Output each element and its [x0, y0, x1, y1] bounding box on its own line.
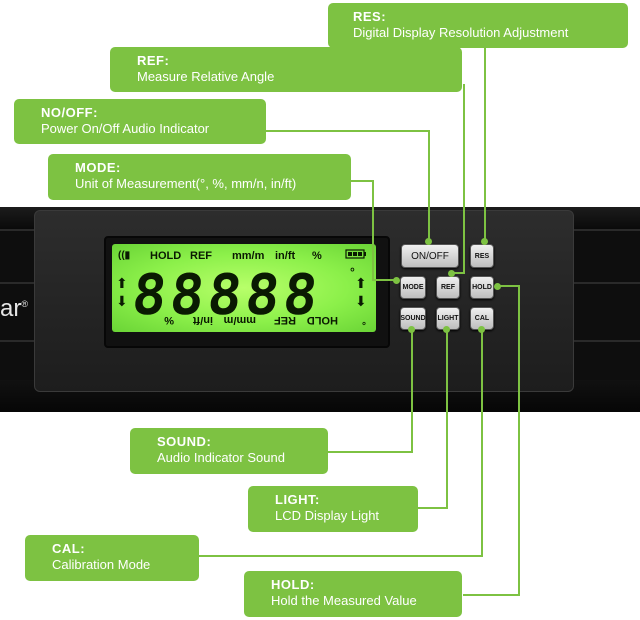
lcd-top-hold: HOLD	[150, 250, 181, 262]
callout-cal: CAL: Calibration Mode	[25, 535, 199, 581]
ref-pointer-dot	[448, 270, 455, 277]
lcd-bottom-mmm: mm/m	[223, 314, 256, 326]
light-pointer-dot	[443, 326, 450, 333]
lcd-digits: 88888	[129, 263, 324, 328]
lcd-bottom-hold: HOLD	[307, 314, 338, 326]
res-connector	[484, 46, 486, 242]
callout-hold-title: HOLD:	[271, 577, 315, 592]
callout-no-off: NO/OFF: Power On/Off Audio Indicator	[14, 99, 266, 144]
cal-connector	[481, 330, 483, 557]
callout-no-off-title: NO/OFF:	[41, 105, 98, 120]
on-off-connector	[428, 130, 430, 243]
callout-hold-desc: Hold the Measured Value	[271, 593, 417, 608]
res-button[interactable]: RES	[470, 244, 494, 268]
callout-res: RES: Digital Display Resolution Adjustme…	[328, 3, 628, 48]
light-connector	[446, 330, 448, 508]
sound-connector	[411, 330, 413, 452]
mode-button-label: MODE	[402, 284, 424, 291]
cal-connector	[198, 555, 483, 557]
callout-ref-desc: Measure Relative Angle	[137, 69, 275, 84]
lcd-screen: ((▮ HOLD REF mm/m in/ft % ⬆ ⬇ ⬆ ⬇ 88888 …	[112, 244, 376, 332]
hold-button-label: HOLD	[472, 284, 492, 291]
on-off-connector	[265, 130, 430, 132]
callout-sound-title: SOUND:	[157, 434, 212, 449]
hold-connector	[463, 594, 520, 596]
callout-light-desc: LCD Display Light	[275, 508, 380, 523]
lcd-bottom-degree: °	[362, 315, 366, 326]
callout-cal-title: CAL:	[52, 541, 86, 556]
callout-res-desc: Digital Display Resolution Adjustment	[353, 25, 569, 40]
callout-light-title: LIGHT:	[275, 492, 320, 507]
ref-connector	[463, 84, 465, 274]
light-connector	[418, 507, 448, 509]
hold-button[interactable]: HOLD	[470, 276, 494, 299]
ref-button[interactable]: REF	[436, 276, 460, 299]
callout-mode-title: MODE:	[75, 160, 121, 175]
mode-pointer-dot	[393, 277, 400, 284]
hold-connector	[518, 285, 520, 595]
callout-ref-title: REF:	[137, 53, 170, 68]
lcd-top-mmm: mm/m	[232, 250, 265, 262]
lcd-top-inft: in/ft	[275, 250, 295, 262]
lcd-degree-top: °	[350, 265, 355, 279]
lcd-segments: ((▮ HOLD REF mm/m in/ft % ⬆ ⬇ ⬆ ⬇ 88888 …	[116, 249, 367, 328]
lcd-top-percent: %	[312, 250, 322, 262]
down-arrow-icon: ⬇	[116, 294, 128, 310]
callout-light: LIGHT: LCD Display Light	[248, 486, 418, 532]
res-button-label: RES	[474, 252, 490, 260]
on-off-button-label: ON/OFF	[411, 250, 449, 262]
lcd-bottom-percent: %	[164, 314, 174, 326]
callout-mode: MODE: Unit of Measurement(°, %, mm/n, in…	[48, 154, 351, 200]
brand-logo: ar®	[0, 295, 28, 322]
battery-icon	[345, 249, 366, 259]
lcd-bottom-ref: REF	[274, 314, 296, 326]
on-off-pointer-dot	[425, 238, 432, 245]
callout-res-title: RES:	[353, 9, 387, 24]
hold-pointer-dot	[494, 283, 501, 290]
callout-sound-desc: Audio Indicator Sound	[157, 450, 285, 465]
cal-pointer-dot	[478, 326, 485, 333]
mode-connector	[350, 180, 374, 182]
callout-ref: REF: Measure Relative Angle	[110, 47, 462, 92]
mode-connector	[372, 180, 374, 280]
mode-button[interactable]: MODE	[400, 276, 426, 299]
light-button-label: LIGHT	[437, 315, 459, 322]
sound-button-label: SOUND	[400, 315, 426, 322]
lcd-sound-symbol: ((▮	[118, 250, 130, 261]
hold-connector	[498, 285, 520, 287]
sound-pointer-dot	[408, 326, 415, 333]
mode-connector	[372, 279, 398, 281]
lcd-decimal-dot	[141, 309, 147, 315]
on-off-button[interactable]: ON/OFF	[401, 244, 459, 268]
ref-button-label: REF	[441, 284, 455, 291]
up-arrow-icon: ⬆	[355, 276, 367, 292]
ref-connector	[451, 272, 465, 274]
callout-cal-desc: Calibration Mode	[52, 557, 151, 572]
cal-button-label: CAL	[474, 315, 490, 322]
callout-mode-desc: Unit of Measurement(°, %, mm/n, in/ft)	[75, 176, 297, 191]
up-arrow-icon: ⬆	[116, 276, 128, 292]
callout-sound: SOUND: Audio Indicator Sound	[130, 428, 328, 474]
down-arrow-icon: ⬇	[355, 294, 367, 310]
lcd-top-ref: REF	[190, 250, 212, 262]
lcd-bottom-inft: in/ft	[193, 314, 213, 326]
callout-hold: HOLD: Hold the Measured Value	[244, 571, 462, 617]
sound-connector	[326, 451, 413, 453]
callout-no-off-desc: Power On/Off Audio Indicator	[41, 121, 210, 136]
res-pointer-dot	[481, 238, 488, 245]
